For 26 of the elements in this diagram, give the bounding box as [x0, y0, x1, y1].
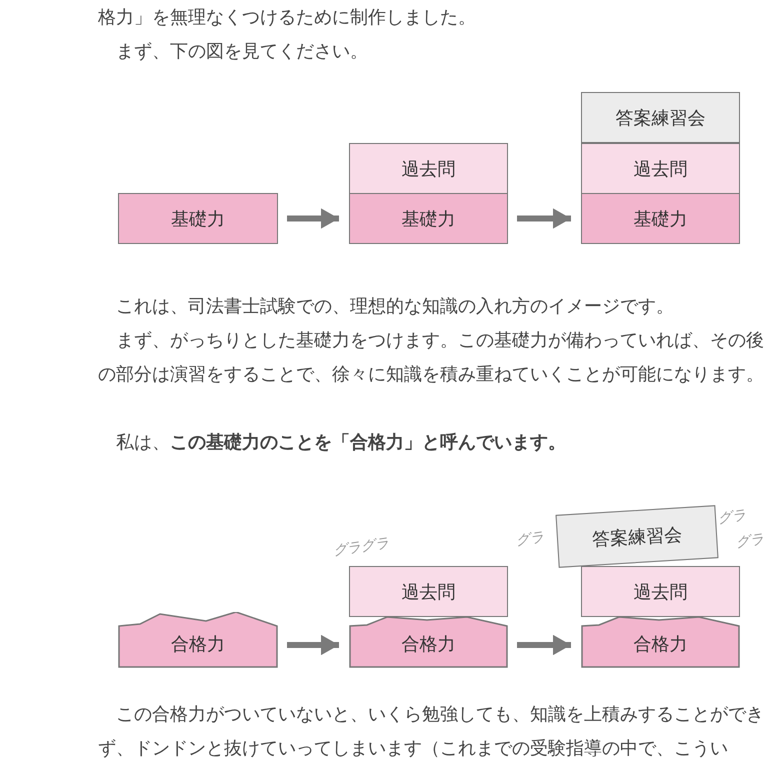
foundation-block: 合格力 [349, 614, 508, 668]
foundation-block: 基礎力 [349, 193, 508, 244]
arrow [287, 208, 339, 229]
paragraph: これは、司法書士試験での、理想的な知識の入れ方のイメージです。 [115, 295, 675, 319]
past-exam-block: 過去問 [349, 566, 508, 617]
arrow [287, 634, 339, 656]
foundation-block: 基礎力 [581, 193, 740, 244]
shaking-label: グラグラ [332, 534, 390, 560]
paragraph: まず、下の図を見てください。 [115, 40, 369, 64]
paragraph: この合格力がついていないと、いくら勉強しても、知識を上積みすることができず、ドンドンと抜けていってしまいます（これまでの受験指導の中で、こうい [98, 703, 765, 761]
shaking-label: グラ [514, 528, 546, 550]
practice-block: 答案練習会 [581, 92, 740, 143]
paragraph: まず、がっちりとした基礎力をつけます。この基礎力が備わっていれば、その後の部分は演習をすることで、徐々に知識を積み重ねていくことが可能になります。 [98, 329, 765, 387]
shaking-label: グラ [734, 530, 766, 552]
shaking-label: グラ [716, 506, 748, 528]
past-exam-block: 過去問 [581, 143, 740, 194]
past-exam-block: 過去問 [349, 143, 508, 194]
foundation-block: 合格力 [118, 612, 278, 668]
foundation-block: 基礎力 [118, 193, 278, 244]
emphasis-paragraph: 私は、この基礎力のことを「合格力」と呼んでいます。 [115, 431, 567, 455]
arrow [517, 208, 571, 229]
arrow [517, 634, 571, 656]
past-exam-block: 過去問 [581, 566, 740, 617]
foundation-block: 合格力 [581, 614, 740, 668]
paragraph: 格力」を無理なくつけるために制作しました。 [98, 6, 477, 30]
practice-block: 答案練習会 [556, 505, 718, 568]
